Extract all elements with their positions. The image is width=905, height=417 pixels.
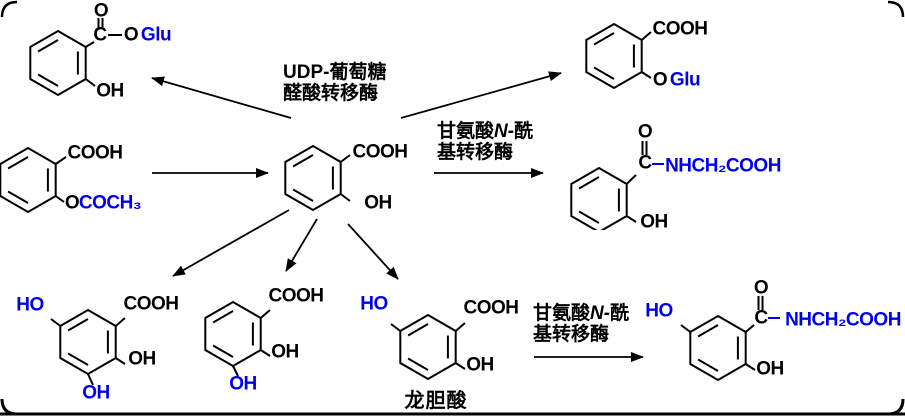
benzene-ring (585, 23, 643, 89)
glycine-chain-label: NHCH₂COOH (665, 155, 781, 177)
atom-label-o: O (93, 0, 109, 22)
atom-label-o: O (753, 277, 769, 299)
atom-label-o: O (123, 24, 139, 46)
bond (745, 324, 755, 333)
molecule-top-right: COOH O Glu (573, 3, 738, 103)
molecule-bonds (204, 301, 271, 377)
hydroxyl-label: OH (640, 211, 668, 233)
hydroxyl-label: OH (466, 354, 494, 376)
bond (115, 357, 126, 365)
atom-label-o: O (64, 192, 80, 214)
atom-label-c: C (638, 152, 652, 174)
enzyme-text: 基转移酶 (533, 324, 610, 345)
hydroxyl-label: OH (271, 341, 299, 363)
benzene-ring (204, 301, 262, 367)
atom-label-c: C (93, 24, 107, 46)
bond (390, 323, 401, 332)
benzene-ring (570, 167, 628, 230)
bond (87, 373, 94, 386)
bond (641, 31, 652, 41)
hydroxyl-label: OH (96, 80, 124, 102)
glucuronide-label: Glu (669, 69, 701, 91)
molecule-bonds (50, 309, 126, 386)
carboxyl-label: COOH (268, 285, 325, 307)
hydroxyl-label: HO (16, 294, 44, 316)
benzene-ring (284, 145, 342, 211)
molecule-bonds (284, 145, 351, 211)
arrow-to-top-right (400, 71, 562, 119)
molecule-top-left: O C O Glu OH (8, 2, 198, 110)
bond (455, 322, 466, 332)
bond (626, 174, 637, 185)
benzene-ring (0, 147, 57, 213)
bond (55, 156, 67, 165)
glucuronide-label: Glu (140, 24, 172, 46)
enzyme-text: 甘氨酸 (533, 303, 591, 324)
enzyme-label-glycine-bottom: 甘氨酸N-酰 基转移酶 (533, 303, 629, 345)
hydroxyl-label: OH (756, 358, 784, 380)
enzyme-label-udp: UDP-葡萄糖 醛酸转移酶 (283, 62, 386, 104)
carboxyl-label: COOH (67, 142, 124, 164)
carboxyl-label: COOH (463, 297, 520, 319)
acetyl-label: COCH₃ (78, 192, 142, 214)
bond (55, 195, 65, 203)
hydroxyl-label: HO (360, 293, 388, 315)
molecule-bonds (570, 141, 664, 230)
atom-label-c: C (754, 307, 768, 329)
enzyme-n-italic: N- (494, 121, 515, 142)
bond (232, 365, 239, 377)
gentisic-acid-caption: 龙胆酸 (404, 390, 468, 412)
carboxyl-label: COOH (652, 18, 709, 40)
enzyme-udp-line1: UDP-葡萄糖 (283, 62, 387, 83)
bond (260, 309, 271, 319)
molecule-bottom-left: HO COOH OH OH (5, 288, 195, 413)
carboxyl-label: COOH (352, 141, 409, 163)
molecule-bonds (390, 314, 466, 380)
hydroxyl-label: OH (128, 348, 156, 370)
benzene-ring (689, 315, 747, 381)
bond (680, 324, 691, 333)
benzene-ring (29, 30, 87, 96)
enzyme-text: 基转移酶 (437, 142, 514, 163)
molecule-mid-right: O C NHCH₂COOH OH (563, 118, 903, 233)
hydroxyl-label: HO (645, 300, 673, 322)
bond (85, 41, 95, 48)
bond (50, 318, 61, 327)
bond (455, 362, 466, 370)
bond (85, 78, 96, 87)
hydroxyl-label: OH (82, 382, 110, 404)
molecule-bottom-right: HO O C NHCH₂COOH OH (640, 270, 905, 412)
enzyme-label-glycine-mid: 甘氨酸N-酰 基转移酶 (437, 121, 533, 163)
molecule-mid-left: COOH O COCH₃ (0, 133, 195, 238)
benzene-ring (59, 309, 117, 375)
benzene-ring (399, 314, 457, 380)
enzyme-n-italic: N- (590, 303, 611, 324)
molecule-bonds (680, 296, 780, 381)
bond (626, 215, 637, 223)
enzyme-text: 酰 (514, 121, 534, 142)
hydroxyl-label: OH (229, 373, 257, 395)
molecule-gentisic: HO COOH OH 龙胆酸 (355, 285, 535, 417)
atom-label-o: O (637, 121, 653, 143)
enzyme-udp-line2: 醛酸转移酶 (283, 83, 379, 104)
hydroxyl-label: OH (364, 192, 392, 214)
bond (260, 349, 271, 357)
bond (115, 317, 126, 327)
bond (641, 71, 652, 79)
bond (745, 363, 756, 371)
bond (340, 193, 351, 202)
molecule-center: COOH OH (268, 133, 448, 238)
molecule-bonds (585, 23, 652, 89)
molecule-bonds (29, 18, 122, 96)
glycine-chain-label: NHCH₂COOH (785, 309, 901, 331)
enzyme-text: 酰 (610, 303, 630, 324)
bond (340, 154, 351, 163)
molecule-bottom-mid: COOH OH OH (200, 285, 335, 415)
enzyme-text: 甘氨酸 (437, 121, 495, 142)
atom-label-o: O (652, 69, 668, 91)
carboxyl-label: COOH (123, 293, 180, 315)
molecule-bonds (0, 147, 67, 213)
